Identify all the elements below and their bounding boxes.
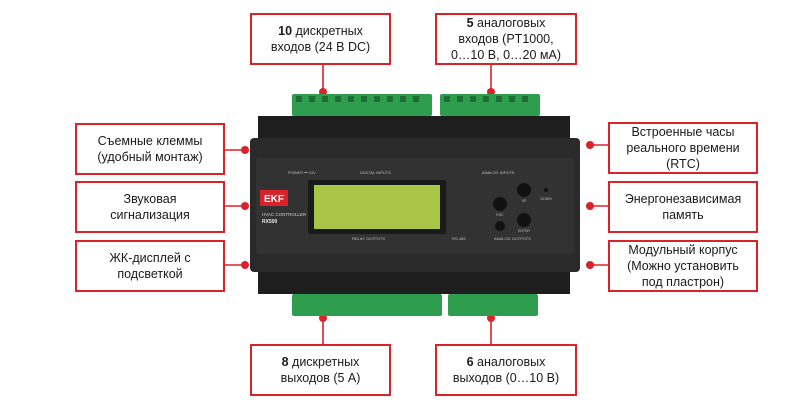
- label-down: DOWN: [540, 197, 552, 201]
- digital-inputs-line2: входов (24 В DC): [270, 40, 371, 54]
- bottom-terminal-blocks: [292, 294, 538, 316]
- top-terminal-screws: [296, 96, 528, 102]
- housing-line3: под пластрон): [641, 275, 725, 289]
- housing-top-rail: [258, 116, 570, 138]
- label-esc: ESC: [496, 213, 504, 217]
- terminals-line2: (удобный монтаж): [97, 150, 203, 164]
- label-analog-inputs: ANALOG INPUTS: [482, 170, 515, 175]
- rtc-line2: реального времени: [626, 141, 740, 155]
- terminals-line1: Съемные клеммы: [97, 134, 203, 148]
- analog-inputs-line3: 0…10 В, 0…20 мА): [450, 48, 562, 62]
- callout-analog-outputs: 6 аналоговых выходов (0…10 В): [435, 344, 577, 396]
- label-relay-outputs: RELAY OUTPUTS: [352, 236, 385, 241]
- callout-digital-outputs: 8 дискретных выходов (5 А): [250, 344, 391, 396]
- label-power: POWER ⎓ 24V: [288, 170, 316, 175]
- analog-outputs-count: 6: [466, 355, 474, 369]
- analog-inputs-count: 5: [466, 16, 474, 30]
- brand-badge: [260, 190, 288, 206]
- callout-terminals: Съемные клеммы (удобный монтаж): [75, 123, 225, 175]
- analog-inputs-line2: входов (PT1000,: [458, 32, 554, 46]
- callout-rtc: Встроенные часы реального времени (RTC): [608, 122, 758, 174]
- digital-inputs-line1: дискретных: [292, 24, 363, 38]
- callout-housing: Модульный корпус (Можно установить под п…: [608, 240, 758, 292]
- analog-outputs-line1: аналоговых: [473, 355, 546, 369]
- model-line1: HVAC CONTROLLER: [262, 212, 307, 217]
- callout-analog-inputs: 5 аналоговых входов (PT1000, 0…10 В, 0…2…: [435, 13, 577, 65]
- memory-line1: Энергонезависимая: [624, 192, 742, 206]
- callout-memory: Энергонезависимая память: [608, 181, 758, 233]
- analog-inputs-line1: аналоговых: [473, 16, 546, 30]
- esc-button: [493, 197, 507, 211]
- digital-inputs-count: 10: [278, 24, 293, 38]
- digital-outputs-count: 8: [281, 355, 289, 369]
- brand-logo: EKF: [264, 194, 284, 205]
- up-button: [517, 183, 531, 197]
- lcd-line1: ЖК-дисплей с: [109, 251, 191, 265]
- memory-line2: память: [662, 208, 704, 222]
- analog-outputs-line2: выходов (0…10 В): [452, 371, 560, 385]
- rtc-line1: Встроенные часы: [631, 125, 735, 139]
- label-rs485: RS-485: [452, 236, 466, 241]
- label-digital-inputs: DIGITAL INPUTS: [360, 170, 391, 175]
- label-analog-outputs: ANALOG OUTPUTS: [494, 236, 531, 241]
- lcd-screen: [314, 185, 440, 229]
- model-line2: RX500: [262, 219, 278, 225]
- digital-outputs-line2: выходов (5 А): [280, 371, 361, 385]
- indicator-led: [544, 188, 548, 192]
- rtc-line3: (RTC): [666, 157, 700, 171]
- housing-line2: (Можно установить: [627, 259, 739, 273]
- housing-bottom-rail: [258, 272, 570, 294]
- label-enter: ENTER: [518, 229, 530, 233]
- lcd-line2: подсветкой: [117, 267, 183, 281]
- callout-buzzer: Звуковая сигнализация: [75, 181, 225, 233]
- enter-button: [517, 213, 531, 227]
- buzzer-line1: Звуковая: [123, 192, 177, 206]
- digital-outputs-line1: дискретных: [288, 355, 360, 369]
- housing-line1: Модульный корпус: [628, 243, 738, 257]
- callout-digital-inputs: 10 дискретных входов (24 В DC): [250, 13, 391, 65]
- buzzer-line2: сигнализация: [110, 208, 190, 222]
- callout-lcd: ЖК-дисплей с подсветкой: [75, 240, 225, 292]
- down-button: [495, 221, 505, 231]
- label-up: UP: [522, 199, 528, 203]
